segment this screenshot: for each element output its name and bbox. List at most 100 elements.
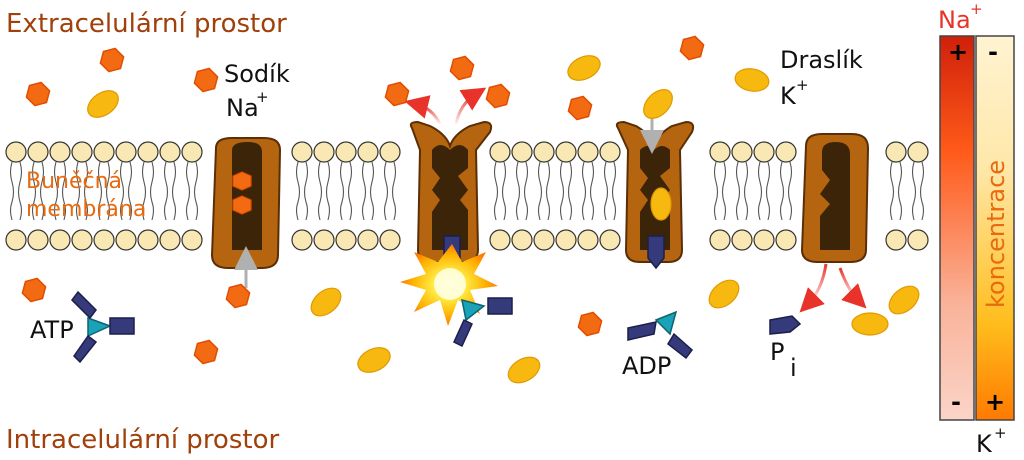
k-high-sign: + bbox=[985, 388, 1005, 416]
potassium-ion bbox=[357, 347, 391, 373]
phospholipid-head bbox=[27, 141, 49, 163]
phospholipid-head bbox=[775, 141, 797, 163]
phospholipid-head bbox=[93, 141, 115, 163]
potassium-ions bbox=[87, 55, 920, 384]
sodium-ion bbox=[576, 308, 604, 340]
adp-label: ADP bbox=[622, 352, 671, 380]
potassium-symbol: K bbox=[780, 82, 797, 110]
na-bar-charge: + bbox=[970, 0, 983, 18]
phospholipid-head bbox=[709, 229, 731, 251]
phospholipid-head bbox=[335, 141, 357, 163]
phospholipid-head bbox=[731, 229, 753, 251]
sodium-name: Sodík bbox=[224, 60, 290, 88]
phospholipid-head bbox=[511, 141, 533, 163]
na-bar-label: Na bbox=[938, 6, 971, 34]
potassium-ion bbox=[567, 55, 601, 81]
phospholipid-head bbox=[555, 229, 577, 251]
phospholipid-head bbox=[709, 141, 731, 163]
k-bar-charge: + bbox=[994, 424, 1007, 442]
phospholipid-head bbox=[71, 229, 93, 251]
phospholipid-head bbox=[291, 141, 313, 163]
inorganic-phosphate bbox=[769, 315, 802, 335]
phospholipid-head bbox=[115, 229, 137, 251]
sodium-ion bbox=[20, 274, 48, 306]
phospholipid-head bbox=[137, 229, 159, 251]
phospholipid-head bbox=[5, 229, 27, 251]
phospholipid-head bbox=[379, 141, 401, 163]
sodium-ion bbox=[484, 80, 512, 112]
potassium-ion bbox=[643, 89, 673, 119]
sodium-ion bbox=[192, 64, 220, 96]
potassium-charge: + bbox=[796, 76, 809, 94]
sodium-ion-bound bbox=[232, 171, 252, 191]
phospholipid-head bbox=[313, 229, 335, 251]
phospholipid-head bbox=[159, 141, 181, 163]
phospholipid-head bbox=[533, 229, 555, 251]
phospholipid-head bbox=[907, 229, 929, 251]
atp-label: ATP bbox=[30, 316, 74, 344]
sodium-ion-bound bbox=[232, 195, 252, 215]
concentration-gradient-panel: Na + K + + - - + koncentrace bbox=[938, 0, 1015, 458]
phospholipid-head bbox=[27, 229, 49, 251]
na-high-sign: + bbox=[948, 38, 968, 66]
phospholipid-head bbox=[357, 141, 379, 163]
concentration-label: koncentrace bbox=[982, 160, 1010, 308]
intracellular-label: Intracelulární prostor bbox=[6, 425, 279, 455]
phospholipid-head bbox=[775, 229, 797, 251]
sodium-ion bbox=[566, 92, 594, 124]
phospholipid-head bbox=[291, 229, 313, 251]
phospholipid-head bbox=[159, 229, 181, 251]
phospholipid-head bbox=[753, 141, 775, 163]
phospholipid-head bbox=[5, 141, 27, 163]
potassium-ion bbox=[708, 279, 740, 309]
phospholipid-head bbox=[335, 229, 357, 251]
phospholipid-head bbox=[137, 141, 159, 163]
potassium-ion bbox=[87, 90, 119, 118]
phospholipid-head bbox=[357, 229, 379, 251]
k-bar-label: K bbox=[976, 430, 993, 458]
phospholipid-head bbox=[71, 141, 93, 163]
k-low-sign: - bbox=[988, 38, 998, 66]
potassium-gradient-bar bbox=[975, 35, 1015, 421]
phospholipid-head bbox=[489, 141, 511, 163]
sodium-ion bbox=[192, 336, 220, 368]
phospholipid-head bbox=[907, 141, 929, 163]
phospholipid-head bbox=[885, 141, 907, 163]
pump-state-4 bbox=[800, 133, 870, 263]
phospholipid-head bbox=[577, 229, 599, 251]
phospholipid-head bbox=[577, 141, 599, 163]
potassium-ion-bound bbox=[650, 187, 672, 221]
sodium-ion bbox=[678, 32, 706, 64]
sodium-ion bbox=[24, 78, 52, 110]
potassium-name: Draslík bbox=[780, 46, 863, 74]
phospholipid-head bbox=[93, 229, 115, 251]
adp-molecule bbox=[627, 310, 694, 360]
phospholipid-head bbox=[115, 141, 137, 163]
phospholipid-head bbox=[379, 229, 401, 251]
phospholipid-head bbox=[489, 229, 511, 251]
phospholipid-head bbox=[49, 141, 71, 163]
membrane-label-line2: membrána bbox=[26, 197, 146, 222]
cell-membrane bbox=[5, 141, 929, 251]
pump-state-3 bbox=[615, 120, 695, 270]
phospholipid-head bbox=[313, 141, 335, 163]
potassium-ion bbox=[734, 68, 770, 92]
sodium-ion bbox=[383, 78, 411, 110]
phosphate-subscript: i bbox=[790, 354, 797, 382]
phosphate-group bbox=[647, 235, 665, 270]
potassium-release-arrow bbox=[799, 263, 828, 313]
phosphate-label: P bbox=[770, 338, 784, 366]
sodium-exit-arrow bbox=[454, 87, 487, 125]
na-low-sign: - bbox=[951, 388, 961, 416]
phospholipid-head bbox=[555, 141, 577, 163]
potassium-ion bbox=[310, 287, 342, 317]
phospholipid-head bbox=[731, 141, 753, 163]
phospholipid-head bbox=[533, 141, 555, 163]
potassium-ion bbox=[888, 285, 920, 315]
phospholipid-head bbox=[599, 141, 621, 163]
atp-molecule bbox=[71, 290, 135, 364]
sodium-ion bbox=[98, 44, 126, 76]
phospholipid-head bbox=[49, 229, 71, 251]
sodium-gradient-bar bbox=[939, 35, 975, 421]
